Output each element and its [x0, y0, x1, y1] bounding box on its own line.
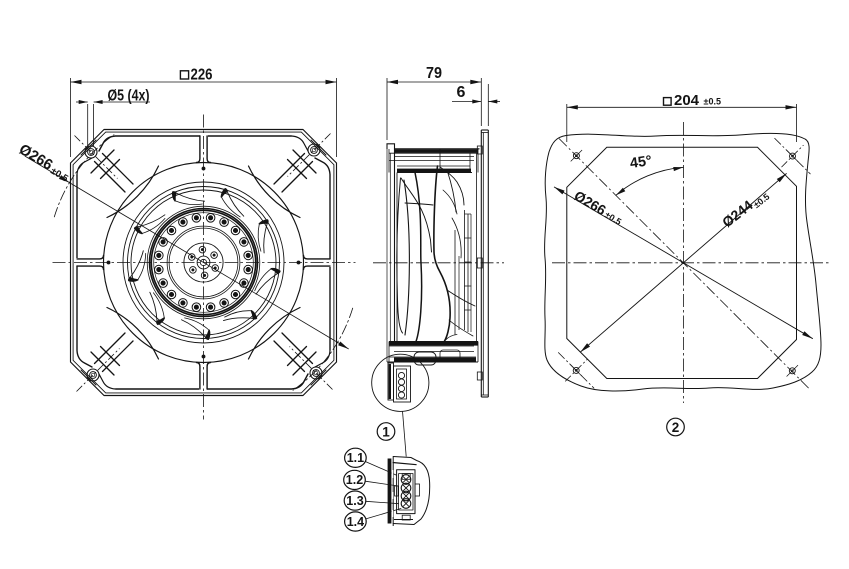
svg-text:226: 226 — [191, 66, 213, 83]
svg-text:±0.5: ±0.5 — [704, 97, 721, 107]
svg-text:1.4: 1.4 — [347, 515, 364, 529]
svg-text:2: 2 — [672, 420, 680, 435]
svg-text:6: 6 — [457, 84, 466, 101]
svg-text:Ø5 (4x): Ø5 (4x) — [108, 88, 150, 105]
svg-text:1.2: 1.2 — [346, 473, 363, 487]
svg-text:79: 79 — [426, 65, 442, 82]
svg-text:1.3: 1.3 — [346, 494, 363, 508]
svg-text:1.1: 1.1 — [347, 451, 364, 465]
svg-text:45°: 45° — [629, 153, 653, 172]
svg-text:1: 1 — [382, 424, 390, 439]
svg-text:204: 204 — [674, 93, 699, 109]
